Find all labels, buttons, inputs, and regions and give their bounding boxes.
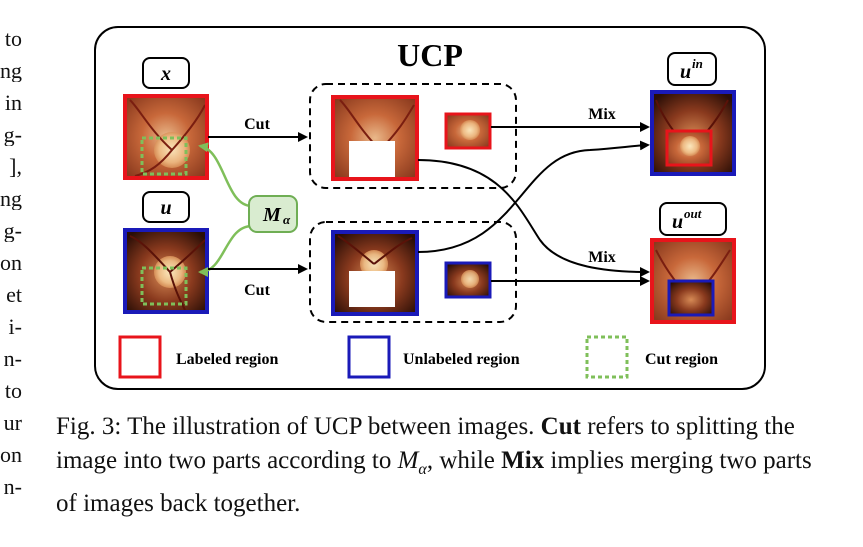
image-x-outer (331, 95, 419, 181)
image-u-inner-patch (444, 261, 492, 299)
legend-unlabeled-swatch (347, 335, 391, 379)
u-in-label-sup: in (692, 56, 703, 71)
margin-line: to (4, 380, 22, 402)
mask-arrow-top (198, 142, 253, 208)
u-out-label: u (672, 211, 683, 233)
mask-box (248, 195, 298, 233)
margin-line: on (0, 252, 22, 274)
legend-unlabeled-label: Unlabeled region (403, 351, 520, 368)
mask-arrow-bottom (198, 224, 253, 277)
margin-line: n- (3, 348, 22, 370)
u-in-label: u (680, 61, 691, 83)
caption-suffix: implies merging two parts of images back… (56, 447, 812, 517)
u-label: u (160, 197, 171, 219)
margin-line: to (4, 28, 22, 50)
x-label-box (142, 57, 190, 89)
legend-labeled-swatch (118, 335, 162, 379)
figure-caption: Fig. 3: The illustration of UCP between … (56, 410, 816, 521)
figure-title: UCP (397, 37, 463, 73)
mix-label-top: Mix (588, 106, 616, 123)
legend-labeled-label: Labeled region (176, 351, 278, 368)
margin-line: ur (3, 412, 22, 434)
u-label-box (142, 191, 190, 223)
cut-group-top (309, 83, 517, 189)
margin-line: n- (3, 476, 22, 498)
mix-curve-to-uin (417, 140, 650, 253)
image-u-in (650, 90, 736, 176)
mix-curve-to-uout (417, 159, 650, 277)
mask-label: M (262, 204, 282, 226)
margin-line: g- (3, 220, 22, 242)
legend-cut-label: Cut region (645, 351, 718, 368)
margin-line: et (6, 284, 22, 306)
margin-line: ], (9, 156, 22, 178)
image-x-inner-patch (444, 112, 492, 150)
caption-m: M (397, 447, 419, 474)
margin-line: on (0, 444, 22, 466)
margin-line: ng (0, 60, 22, 82)
caption-mid1: refers to splitting the image into two p… (56, 413, 795, 474)
cut-group-bottom (309, 221, 517, 323)
caption-cut-word: Cut (540, 413, 581, 440)
mix-label-bottom: Mix (588, 249, 616, 266)
image-u-out (650, 238, 736, 324)
image-u (123, 228, 209, 314)
caption-mid2: , while (426, 447, 502, 474)
mask-label-sub: α (283, 212, 291, 227)
u-in-label-box (667, 52, 717, 86)
u-out-label-box (659, 202, 727, 236)
caption-m-sub: α (418, 461, 427, 478)
u-out-label-sup: out (684, 206, 702, 221)
ucp-figure-frame (94, 26, 766, 390)
caption-prefix: Fig. 3: The illustration of UCP between … (56, 413, 541, 440)
x-label: x (160, 63, 171, 85)
margin-line: g- (3, 124, 22, 146)
margin-line: ng (0, 188, 22, 210)
caption-mix-word: Mix (501, 447, 545, 474)
margin-line: i- (8, 316, 22, 338)
cut-label-top: Cut (244, 116, 270, 133)
margin-line: in (4, 92, 22, 114)
image-u-outer (331, 230, 419, 316)
image-x (123, 94, 209, 180)
cut-label-bottom: Cut (244, 282, 270, 299)
legend-cut-swatch (585, 335, 629, 379)
